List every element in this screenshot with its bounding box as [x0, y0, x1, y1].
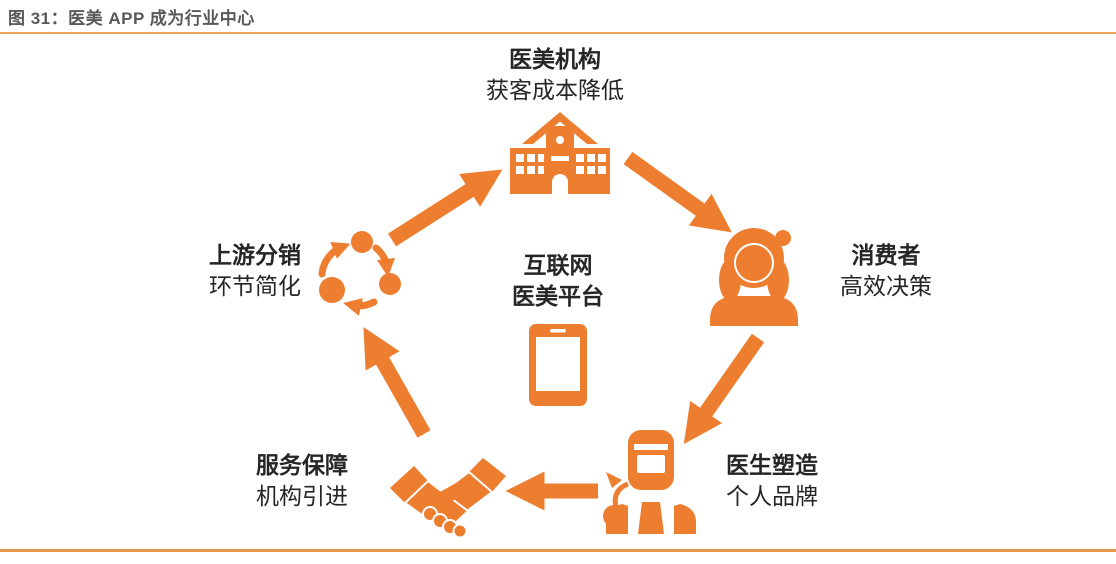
- node-consumer-label: 消费者: [851, 242, 921, 268]
- center-platform-line1: 互联网: [523, 252, 593, 278]
- node-institution-sublabel: 获客成本降低: [486, 77, 624, 103]
- node-doctor-sublabel: 个人品牌: [726, 483, 818, 509]
- arrow-service-to-upstream: [363, 327, 431, 438]
- node-upstream-sublabel: 环节简化: [209, 273, 301, 299]
- node-upstream: 上游分销 环节简化: [192, 240, 318, 302]
- smartphone-icon: [529, 324, 587, 406]
- center-platform-line2: 医美平台: [512, 283, 604, 309]
- node-institution-label: 医美机构: [509, 46, 601, 72]
- top-divider: [0, 32, 1116, 34]
- distribution-cycle-icon: [318, 231, 401, 316]
- node-upstream-label: 上游分销: [209, 242, 301, 268]
- figure-title: 图 31：医美 APP 成为行业中心: [8, 9, 255, 28]
- doctor-icon: [603, 430, 696, 534]
- center-platform: 互联网 医美平台: [494, 250, 622, 312]
- node-service-sublabel: 机构引进: [256, 483, 348, 509]
- arrow-upstream-to-institution: [387, 169, 503, 247]
- node-institution: 医美机构 获客成本降低: [430, 44, 680, 106]
- arrow-institution-to-consumer: [623, 151, 732, 233]
- arrow-consumer-to-doctor: [683, 333, 765, 444]
- bottom-divider: [0, 549, 1116, 552]
- handshake-icon: [390, 458, 506, 538]
- node-doctor-label: 医生塑造: [726, 452, 818, 478]
- node-consumer: 消费者 高效决策: [822, 240, 950, 302]
- hospital-building-icon: [510, 112, 610, 194]
- node-consumer-sublabel: 高效决策: [840, 273, 932, 299]
- female-consumer-icon: [710, 228, 798, 326]
- node-doctor: 医生塑造 个人品牌: [712, 450, 832, 512]
- node-service: 服务保障 机构引进: [242, 450, 362, 512]
- node-service-label: 服务保障: [256, 452, 348, 478]
